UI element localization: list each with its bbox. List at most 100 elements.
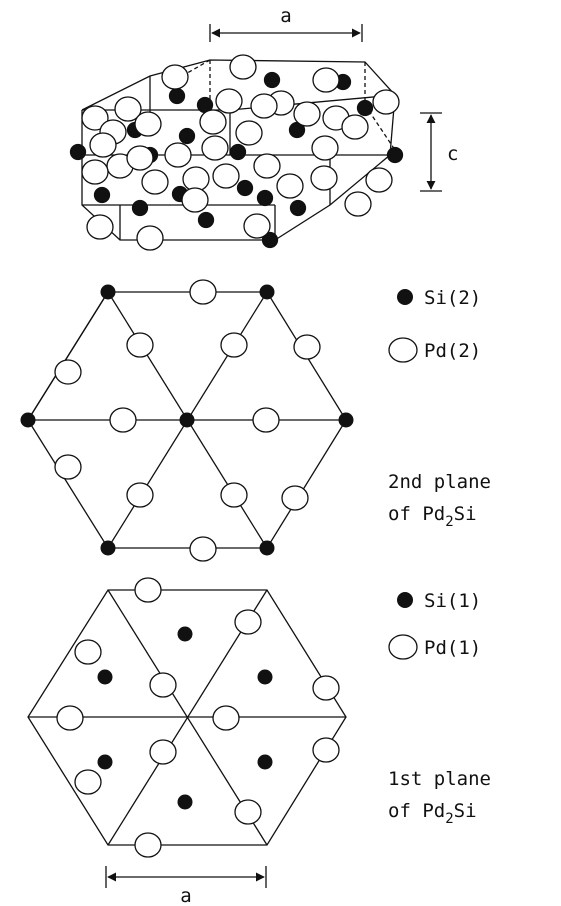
legend-bottom: Si(1) Pd(1) (388, 590, 481, 660)
si-atom (178, 127, 196, 145)
si-atom (168, 87, 186, 105)
pd-atom (310, 165, 338, 191)
pd2-atom (126, 332, 154, 358)
pd-atom (276, 173, 304, 199)
pd-atom (250, 93, 278, 119)
pd1-atom (312, 737, 340, 763)
si1-legend-symbol (397, 592, 413, 608)
pd1-atom (234, 799, 262, 825)
si2-legend-label: Si(2) (424, 287, 481, 309)
pd-atom (89, 132, 117, 158)
pd2-atom (252, 407, 280, 433)
pd-atom (126, 145, 154, 171)
si1-atom (257, 754, 273, 770)
lattice-c-dimension (420, 112, 442, 192)
pd-atom (344, 191, 372, 217)
pd-atom (81, 105, 109, 131)
si1-atom (97, 669, 113, 685)
plane1-caption: 1st plane of Pd2Si (388, 768, 491, 827)
si-atom (386, 146, 404, 164)
pd2-atom (54, 359, 82, 385)
si-atom (69, 143, 87, 161)
pd1-atom (74, 639, 102, 665)
pd-atom (181, 187, 209, 213)
pd-atom (81, 159, 109, 185)
pd-atom (235, 120, 263, 146)
pd2-legend-symbol (388, 337, 418, 363)
si2-atom (100, 540, 116, 556)
first-plane-atoms (56, 577, 340, 858)
pd2-atom (109, 407, 137, 433)
si2-atom (259, 284, 275, 300)
pd1-atom (134, 577, 162, 603)
si-atom (261, 231, 279, 249)
si-atom (289, 199, 307, 217)
pd1-atom (234, 609, 262, 635)
pd1-atom (149, 672, 177, 698)
plane1-caption-line2: of Pd2Si (388, 800, 477, 827)
pd-atom (365, 167, 393, 193)
si2-legend-symbol (397, 289, 413, 305)
unit-cell-atoms (69, 54, 404, 251)
pd1-atom (74, 769, 102, 795)
plane2-caption-line1: 2nd plane (388, 471, 491, 493)
si-atom (356, 99, 374, 117)
pd2-atom (54, 454, 82, 480)
si2-atom (100, 284, 116, 300)
si-atom (197, 211, 215, 229)
pd-atom (311, 135, 339, 161)
si-atom (263, 71, 281, 89)
si-atom (229, 143, 247, 161)
pd2-atom (220, 482, 248, 508)
si1-legend-label: Si(1) (424, 590, 481, 612)
si2-atom (259, 540, 275, 556)
lattice-a-dimension (209, 24, 363, 42)
pd1-legend-label: Pd(1) (424, 637, 481, 659)
pd1-atom (56, 705, 84, 731)
lattice-c-label: c (447, 143, 458, 165)
pd-atom (215, 88, 243, 114)
si-atom (236, 179, 254, 197)
si-atom (93, 186, 111, 204)
pd2-legend-label: Pd(2) (424, 340, 481, 362)
plane2-caption: 2nd plane of Pd2Si (388, 471, 491, 530)
si-atom (256, 189, 274, 207)
pd2-atom (293, 334, 321, 360)
bottom-a-label: a (180, 885, 191, 906)
si2-atom (338, 412, 354, 428)
pd-atom (136, 225, 164, 251)
si1-atom (257, 669, 273, 685)
lattice-a-label: a (280, 5, 291, 27)
bottom-a-dimension (105, 866, 267, 888)
si2-atom (20, 412, 36, 428)
pd-atom (114, 96, 142, 122)
pd2-atom (189, 536, 217, 562)
plane1-caption-line1: 1st plane (388, 768, 491, 790)
pd1-atom (134, 832, 162, 858)
pd-atom (229, 54, 257, 80)
si1-atom (97, 754, 113, 770)
legend-top: Si(2) Pd(2) (388, 287, 481, 363)
pd2-atom (126, 482, 154, 508)
si-atom (131, 199, 149, 217)
pd-atom (86, 214, 114, 240)
si1-atom (177, 794, 193, 810)
pd1-atom (149, 739, 177, 765)
pd-atom (161, 64, 189, 90)
pd2-atom (220, 332, 248, 358)
pd-atom (141, 169, 169, 195)
pd-atom (212, 163, 240, 189)
pd-atom (201, 135, 229, 161)
pd1-legend-symbol (388, 634, 418, 660)
pd-atom (372, 89, 400, 115)
pd-atom (164, 142, 192, 168)
pd-atom (341, 114, 369, 140)
pd2-atom (189, 279, 217, 305)
pd-atom (253, 153, 281, 179)
pd1-atom (312, 675, 340, 701)
si1-atom (177, 626, 193, 642)
pd2-atom (281, 485, 309, 511)
pd1-atom (212, 705, 240, 731)
second-plane-atoms (20, 279, 354, 562)
